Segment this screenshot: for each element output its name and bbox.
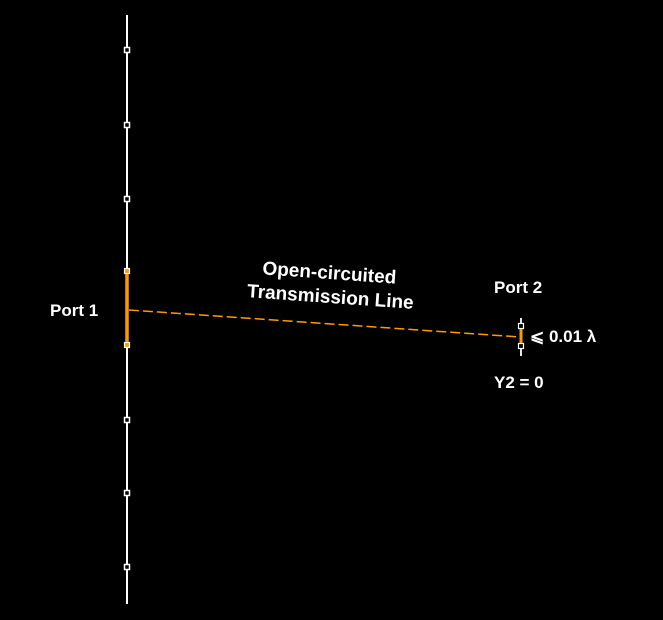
port2-label: Port 2 bbox=[494, 278, 542, 297]
segment-marker bbox=[123, 563, 131, 571]
segment-marker bbox=[123, 195, 131, 203]
segment-marker bbox=[123, 489, 131, 497]
transmission-line bbox=[128, 309, 521, 338]
port2-marker-top bbox=[517, 322, 525, 330]
port2-marker-bottom bbox=[517, 342, 525, 350]
port1-marker-top bbox=[123, 267, 131, 275]
port1-segment-markers bbox=[123, 46, 131, 571]
admittance-label: Y2 = 0 bbox=[494, 373, 544, 392]
segment-marker bbox=[123, 416, 131, 424]
port1-marker-bottom bbox=[123, 341, 131, 349]
port1-label: Port 1 bbox=[50, 301, 98, 320]
segment-marker bbox=[123, 121, 131, 129]
length-note: ⩽ 0.01 λ bbox=[530, 327, 597, 346]
segment-marker bbox=[123, 46, 131, 54]
